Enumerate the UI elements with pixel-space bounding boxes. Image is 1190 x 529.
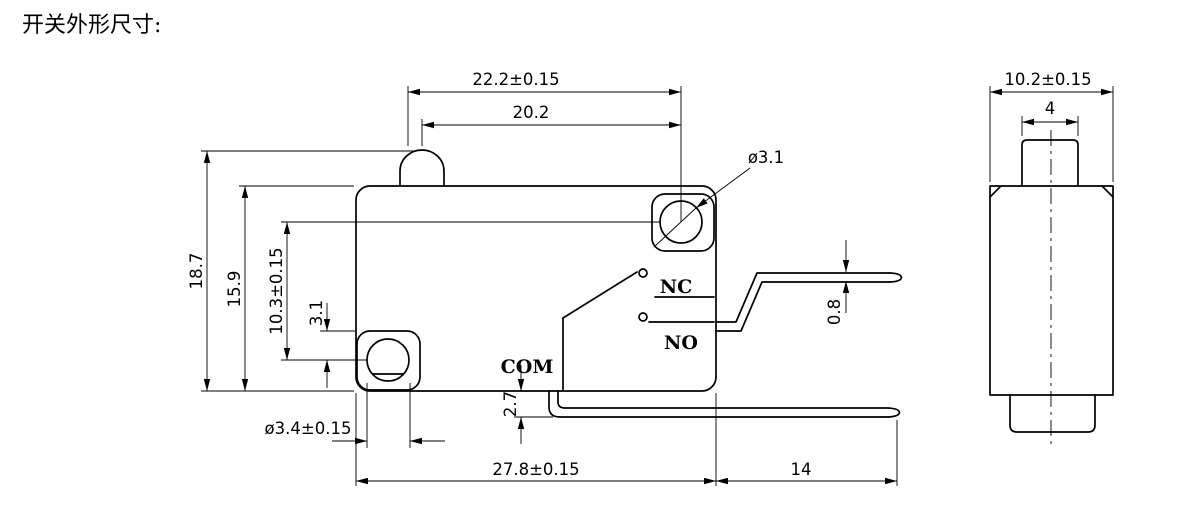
chamfer-left	[989, 185, 1002, 198]
lower-terminal-bottom-edge	[548, 390, 889, 418]
dim-hole-vertical-spacing: 10.3±0.15	[267, 221, 660, 361]
dim-label-bottom-hole-dia: ø3.4±0.15	[265, 419, 352, 438]
lower-terminal-top-edge	[557, 390, 889, 409]
switch-body-outline	[355, 185, 717, 392]
chamfer-right	[1101, 185, 1114, 198]
side-plunger-button	[1021, 139, 1079, 187]
dim-label-hole-span: 22.2±0.15	[472, 70, 559, 89]
terminal-labels: NC NO COM	[501, 276, 698, 378]
switch-side-view	[989, 139, 1114, 433]
dim-label-terminal-length: 14	[791, 460, 812, 479]
dim-label-body-height: 15.9	[225, 271, 244, 308]
dim-label-overall-height: 18.7	[187, 253, 206, 290]
dim-bottom-hole-diameter: ø3.4±0.15	[265, 383, 445, 448]
dim-label-button-to-hole: 20.2	[513, 103, 550, 122]
dim-label-bottom-hole-offset: 3.1	[307, 300, 326, 326]
no-contact-point	[638, 312, 648, 322]
plunger-button	[399, 149, 445, 187]
dim-label-body-depth: 10.2±0.15	[1004, 70, 1091, 89]
dim-terminal-offset: 2.7	[501, 365, 553, 444]
dim-button-to-hole: 20.2	[421, 103, 681, 146]
upper-terminal-top-edge	[715, 272, 891, 323]
side-base-section	[1009, 394, 1096, 433]
dim-label-terminal-thickness: 0.8	[825, 299, 844, 325]
dim-terminal-thickness: 0.8	[825, 240, 850, 325]
dim-hole-span-width: 22.2±0.15	[407, 70, 682, 222]
label-nc: NC	[660, 276, 693, 298]
dim-body-width: 27.8±0.15	[355, 393, 717, 486]
dim-label-hole-spacing: 10.3±0.15	[267, 247, 286, 334]
dim-overall-height: 18.7	[187, 150, 414, 392]
dim-label-top-hole-dia: ø3.1	[748, 148, 784, 167]
dim-button-width: 4	[1021, 99, 1079, 136]
side-body-outline	[989, 185, 1114, 396]
label-com: COM	[501, 356, 554, 378]
page-title: 开关外形尺寸:	[22, 13, 161, 38]
lower-terminal-tip	[887, 407, 901, 418]
dim-label-button-width: 4	[1045, 99, 1056, 118]
upper-terminal-bottom-edge	[715, 281, 891, 332]
dim-label-terminal-offset: 2.7	[501, 391, 520, 417]
dim-body-depth: 10.2±0.15	[989, 70, 1114, 182]
dim-top-hole-diameter: ø3.1	[653, 148, 784, 248]
upper-terminal-tip	[889, 272, 903, 283]
label-no: NO	[664, 332, 698, 354]
moving-contact-arm	[562, 271, 638, 319]
dim-bottom-hole-offset: 3.1	[307, 300, 355, 388]
nc-contact-point	[638, 268, 648, 278]
switch-front-view	[355, 149, 903, 418]
dim-body-height: 15.9	[225, 185, 354, 391]
top-mounting-boss	[651, 193, 715, 252]
bottom-mounting-boss	[356, 330, 421, 391]
dim-terminal-length: 14	[716, 420, 898, 486]
dim-label-body-width: 27.8±0.15	[492, 460, 579, 479]
